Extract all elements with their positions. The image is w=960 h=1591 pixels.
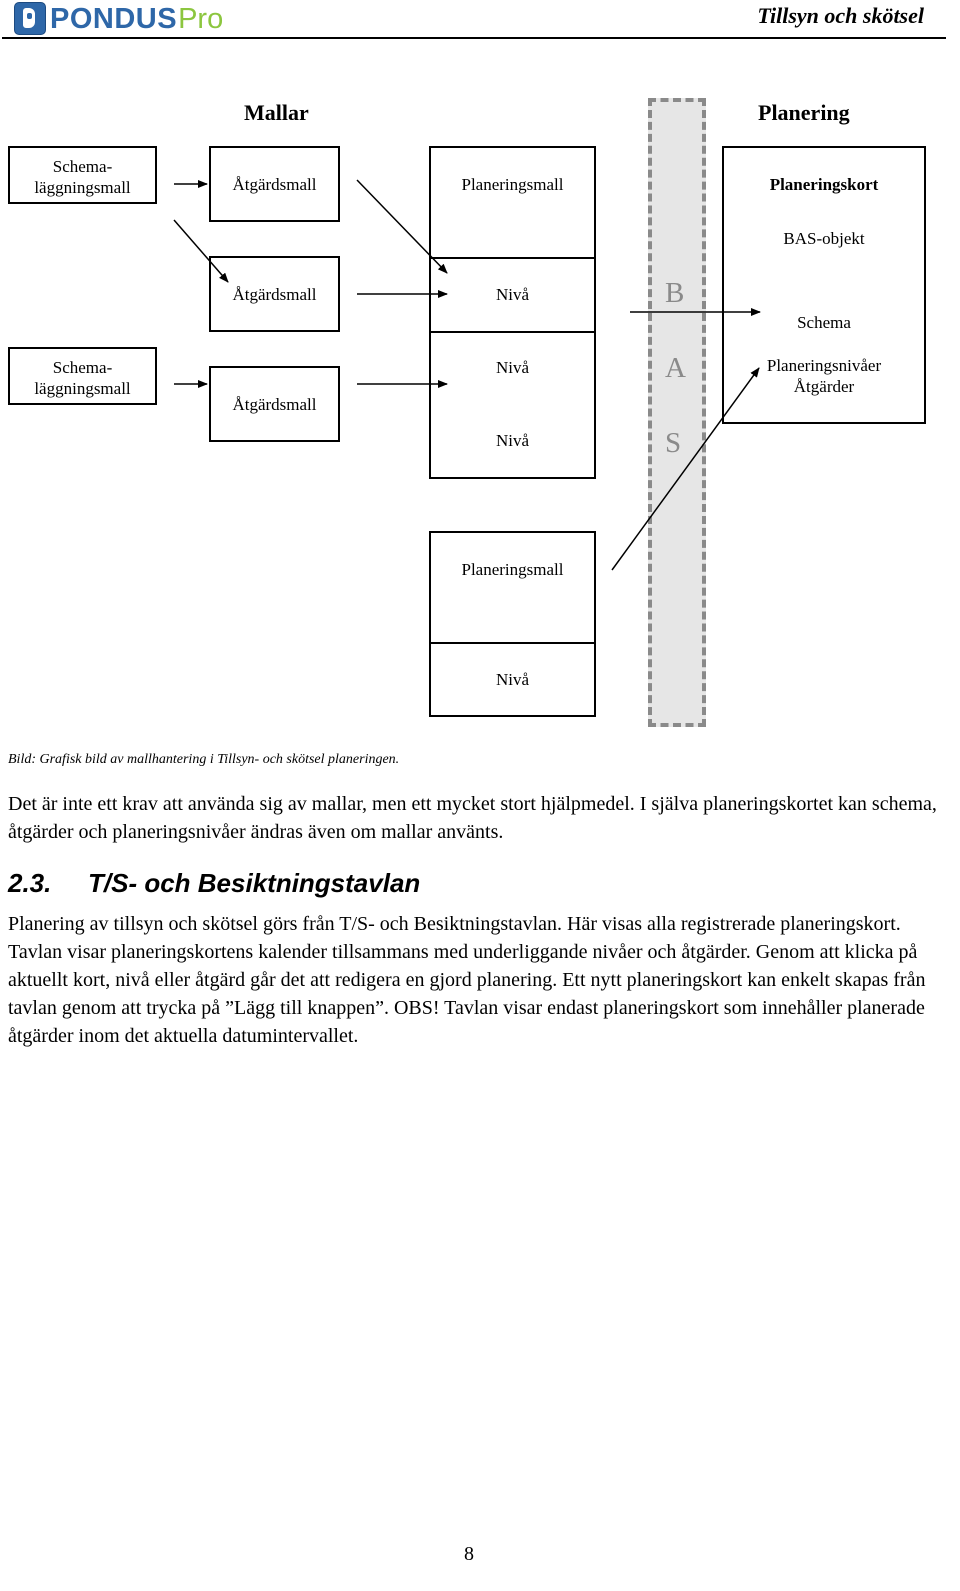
planning-card-title: Planeringskort — [769, 175, 879, 194]
divider — [431, 331, 594, 333]
action-template-label: Åtgärdsmall — [232, 395, 317, 414]
schema-template-label: Schema- läggningsmall — [34, 157, 131, 197]
planning-template-title: Planeringsmall — [461, 175, 564, 194]
planning-level-label: Nivå — [495, 285, 530, 304]
pondus-pro-logo: PONDUS Pro — [14, 2, 223, 35]
logo-brand-text: PONDUS — [50, 2, 178, 35]
bas-letter-s: S — [665, 427, 682, 459]
pondus-logo-icon — [14, 2, 46, 35]
action-template-box-3: Åtgärdsmall — [209, 366, 340, 442]
section-heading: 2.3. T/S- och Besiktningstavlan — [8, 868, 420, 899]
bas-letter-a: A — [665, 352, 686, 384]
section-title: T/S- och Besiktningstavlan — [88, 868, 421, 898]
divider — [431, 257, 594, 259]
divider — [431, 642, 594, 644]
page-number: 8 — [464, 1543, 474, 1565]
action-template-label: Åtgärdsmall — [232, 175, 317, 194]
logo-suffix-text: Pro — [178, 2, 224, 35]
planning-level-label: Nivå — [495, 358, 530, 377]
schema-template-box-1: Schema- läggningsmall — [8, 146, 157, 204]
action-template-label: Åtgärdsmall — [232, 285, 317, 304]
schema-template-box-2: Schema- läggningsmall — [8, 347, 157, 405]
bas-column — [648, 98, 706, 727]
arrow — [356, 179, 448, 274]
schema-template-label: Schema- läggningsmall — [34, 358, 131, 398]
planning-card-levels: Planeringsnivåer — [766, 356, 882, 375]
planning-card-actions: Åtgärder — [793, 377, 855, 396]
header-divider — [2, 37, 946, 39]
arrow — [173, 219, 229, 283]
header-title: Tillsyn och skötsel — [757, 3, 924, 28]
planning-card-schema: Schema — [797, 313, 851, 332]
action-template-box-2: Åtgärdsmall — [209, 256, 340, 332]
action-template-box-1: Åtgärdsmall — [209, 146, 340, 222]
paragraph-templates-note: Det är inte ett krav att använda sig av … — [8, 793, 937, 843]
diagram-heading-mallar: Mallar — [244, 100, 309, 125]
planning-card-bas-object: BAS-objekt — [783, 229, 865, 248]
figure-caption: Bild: Grafisk bild av mallhantering i Ti… — [8, 752, 400, 767]
planning-card-box: Planeringskort BAS-objekt Schema Planeri… — [722, 146, 926, 424]
planning-level-label: Nivå — [495, 670, 530, 689]
page-header: PONDUS Pro Tillsyn och skötsel — [0, 0, 960, 40]
section-number: 2.3. — [8, 868, 52, 898]
paragraph-board-description: Planering av tillsyn och skötsel görs fr… — [8, 913, 926, 1047]
planning-level-label: Nivå — [495, 431, 530, 450]
planning-template-box-2: Planeringsmall Nivå — [429, 531, 596, 717]
diagram-heading-planering: Planering — [758, 100, 850, 125]
bas-letter-b: B — [665, 277, 685, 309]
arrow — [611, 367, 760, 571]
planning-template-box-1: Planeringsmall Nivå Nivå Nivå — [429, 146, 596, 479]
planning-template-title: Planeringsmall — [461, 560, 564, 579]
diagram-arrows — [173, 179, 761, 571]
